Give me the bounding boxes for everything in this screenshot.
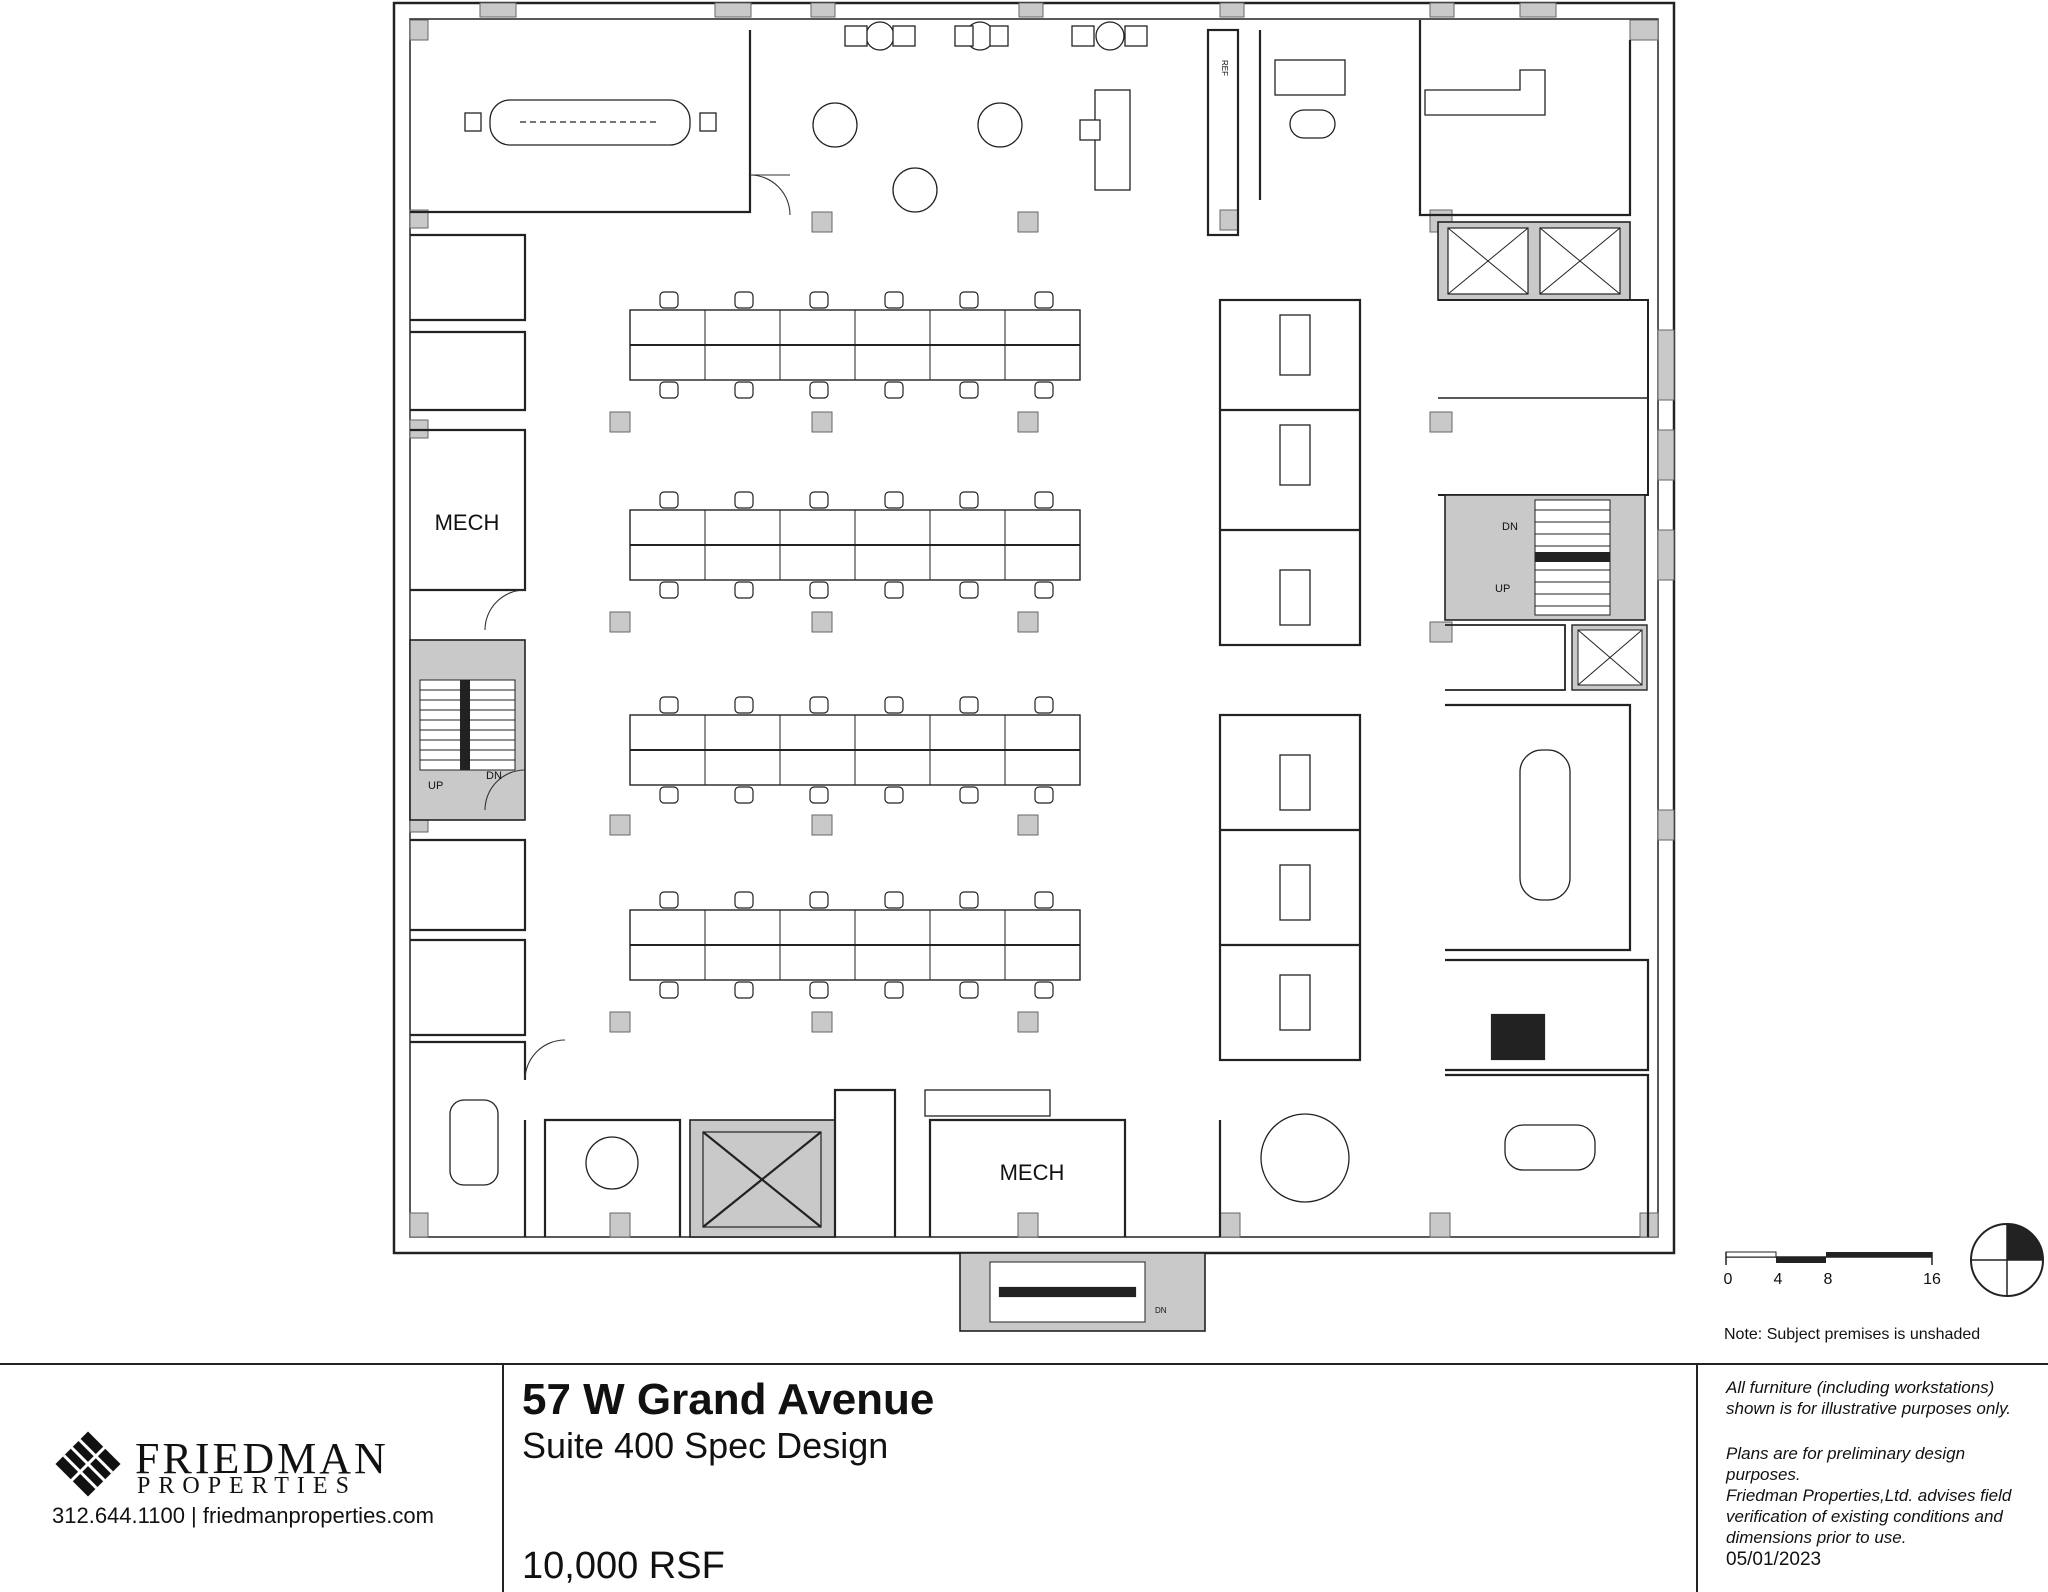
- stair-dn-label-west: DN: [486, 770, 502, 782]
- mech-room-label-south: MECH: [1000, 1160, 1065, 1185]
- logo-diamond-icon: [55, 1431, 121, 1497]
- title-block-divider-left: [502, 1363, 504, 1592]
- company-name-line1: FRIEDMAN: [135, 1434, 389, 1483]
- disclaimer-line: All furniture (including workstations): [1726, 1378, 1995, 1397]
- north-arrow-icon: [1970, 1223, 2044, 1297]
- design-disclaimer: Plans are for preliminary design purpose…: [1726, 1443, 2042, 1548]
- property-address: 57 W Grand Avenue: [522, 1375, 935, 1424]
- stair-up-label-west: UP: [428, 780, 443, 792]
- conference-furniture-nw: [464, 99, 717, 146]
- scale-tick-4: 4: [1774, 1271, 1783, 1288]
- refrigerator-label: REF: [1220, 60, 1229, 76]
- title-block-top-rule: [0, 1363, 2048, 1365]
- scale-tick-8: 8: [1824, 1271, 1833, 1288]
- east-core: [1437, 221, 1649, 691]
- mech-room-label-west: MECH: [435, 510, 500, 535]
- title-block: FRIEDMAN PROPERTIES 312.644.1100 | fried…: [0, 1363, 2048, 1592]
- furniture-disclaimer: All furniture (including workstations) s…: [1726, 1377, 2042, 1419]
- scale-bar: [1725, 1251, 1933, 1265]
- window-columns: [409, 2, 1675, 1238]
- scale-tick-0: 0: [1724, 1271, 1733, 1288]
- conference-furniture-sw: [449, 1099, 639, 1190]
- disclaimer-line: verification of existing conditions and: [1726, 1507, 2003, 1526]
- shading-note: Note: Subject premises is unshaded: [1724, 1326, 1981, 1343]
- company-logo: FRIEDMAN PROPERTIES: [55, 1427, 475, 1499]
- west-rooms: [409, 30, 791, 1237]
- title-block-divider-right: [1696, 1363, 1698, 1592]
- west-stair: [419, 679, 526, 811]
- south-rooms: [689, 119, 1350, 1332]
- disclaimer-line: dimensions prior to use.: [1726, 1528, 1907, 1547]
- disclaimer-line: Plans are for preliminary design purpose…: [1726, 1444, 1966, 1484]
- suite-description: Suite 400 Spec Design: [522, 1425, 889, 1466]
- stair-up-label-east: UP: [1495, 583, 1510, 595]
- east-conference-rooms: [1445, 703, 1650, 1237]
- workstation-banks: [629, 291, 1081, 999]
- scale-tick-16: 16: [1923, 1271, 1941, 1288]
- private-offices: [1218, 298, 1362, 1062]
- company-contact: 312.644.1100 | friedmanproperties.com: [52, 1503, 434, 1528]
- stair-dn-label-east: DN: [1502, 521, 1518, 533]
- pantry-and-reception: [1206, 20, 1632, 237]
- stair-dn-label-south: DN: [1155, 1306, 1167, 1315]
- lounge-furniture: [812, 21, 1148, 213]
- disclaimer-line: shown is for illustrative purposes only.: [1726, 1399, 2012, 1418]
- company-name-line2: PROPERTIES: [137, 1473, 357, 1499]
- plan-date: 05/01/2023: [1726, 1549, 1822, 1570]
- disclaimer-line: Friedman Properties,Ltd. advises field: [1726, 1486, 2012, 1505]
- rentable-area: 10,000 RSF: [522, 1545, 725, 1587]
